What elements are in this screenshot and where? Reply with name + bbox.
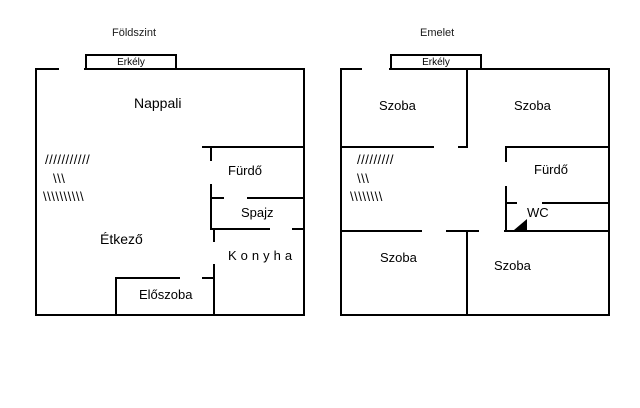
wall-spajz-left xyxy=(210,197,212,230)
ground-balcony-label: Erkély xyxy=(117,56,145,68)
wall-nappali-furdo xyxy=(202,146,305,148)
wall-spajz-top-a xyxy=(210,197,224,199)
stairs-hatch-row: \\\\\\\\ xyxy=(350,189,383,204)
room-label-szoba-top-right: Szoba xyxy=(514,98,551,113)
room-label-szoba-top-left: Szoba xyxy=(379,98,416,113)
wall-furdo-wc-a xyxy=(505,202,517,204)
stairs-hatch-row: ///////// xyxy=(357,152,395,167)
wall-konyha-left-upper xyxy=(213,228,215,242)
wall-furdo-left-upper xyxy=(505,146,507,162)
room-label-szoba-bottom-left: Szoba xyxy=(380,250,417,265)
wall-furdo-left-lower xyxy=(210,184,212,199)
stairs-hatch-row: \\\\\\\\\\ xyxy=(43,189,85,204)
wall-spajz-konyha-b xyxy=(292,228,305,230)
room-label-wc: WC xyxy=(527,205,549,220)
wall-lower-c xyxy=(504,230,610,232)
stairs-hatch-row: \\\ xyxy=(357,171,370,186)
room-label-furdo-upper: Fürdő xyxy=(534,162,568,177)
wall-lower-a xyxy=(340,230,422,232)
upper-balcony-box: Erkély xyxy=(390,54,482,70)
room-label-etkezo: Étkező xyxy=(100,231,143,247)
room-label-spajz: Spajz xyxy=(241,205,274,220)
wall-furdo-left-lower xyxy=(505,186,507,232)
wall-spajz-konyha-a xyxy=(210,228,270,230)
stairs-hatch-row: \\\ xyxy=(53,171,66,186)
wall-top-szoba-divider xyxy=(466,68,468,147)
stairs-hatch-row: /////////// xyxy=(45,152,91,167)
room-label-furdo: Fürdő xyxy=(228,163,262,178)
wall-lower-b xyxy=(446,230,479,232)
wall-bottom-szoba-divider xyxy=(466,230,468,316)
room-label-eloszoba: Előszoba xyxy=(139,287,193,302)
wall-spajz-top-b xyxy=(247,197,305,199)
wall-konyha-left-lower xyxy=(213,264,215,316)
ground-floor-title: Földszint xyxy=(112,27,157,39)
wall-eloszoba-top-b xyxy=(202,277,215,279)
room-label-szoba-bottom-right: Szoba xyxy=(494,258,531,273)
wc-door-swing-icon xyxy=(514,219,527,230)
upper-balcony-label: Erkély xyxy=(422,56,450,68)
wall-furdo-left-upper xyxy=(210,146,212,161)
wall-eloszoba-top-a xyxy=(115,277,180,279)
ground-balcony-door-gap xyxy=(59,67,84,72)
upper-floor-title: Emelet xyxy=(420,27,455,39)
room-label-nappali: Nappali xyxy=(134,95,182,111)
wall-furdo-top xyxy=(505,146,610,148)
wall-furdo-wc-b xyxy=(542,202,610,204)
wall-eloszoba-left xyxy=(115,277,117,316)
upper-balcony-door-gap xyxy=(362,67,389,72)
wall-mid-b xyxy=(458,146,468,148)
wall-mid-a xyxy=(340,146,434,148)
room-label-konyha: Konyha xyxy=(228,248,297,263)
ground-balcony-box: Erkély xyxy=(85,54,177,70)
